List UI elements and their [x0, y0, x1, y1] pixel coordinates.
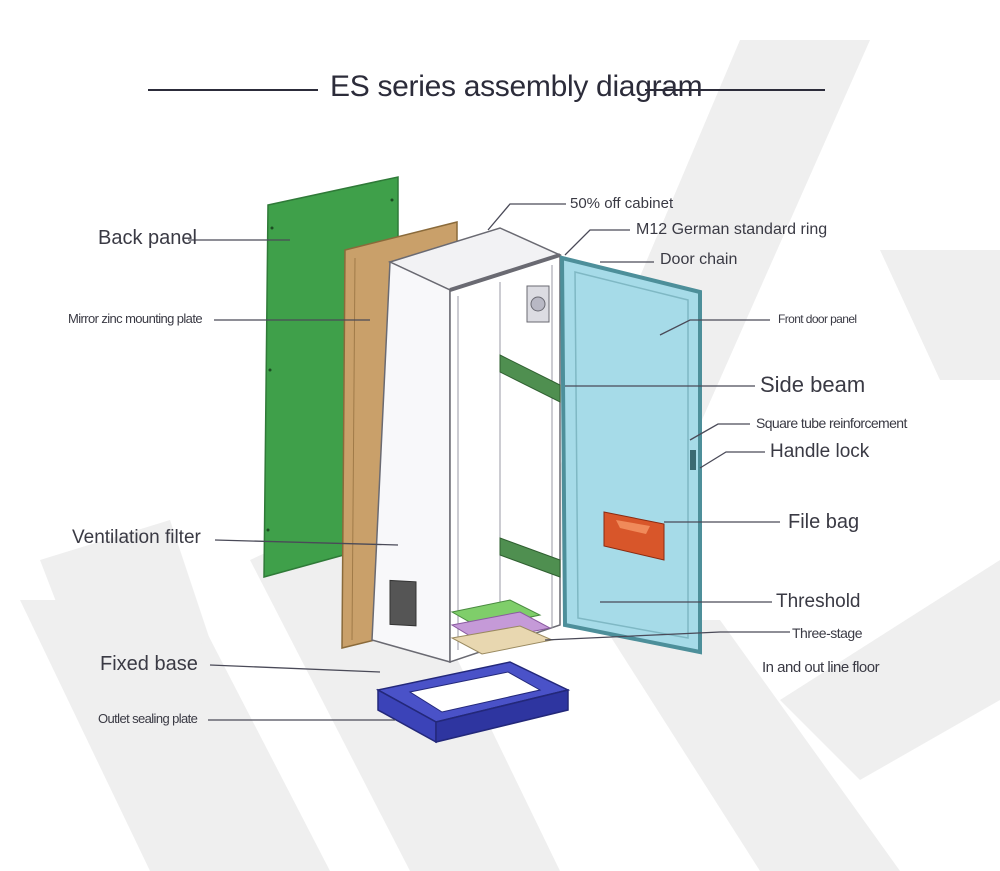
label-ring: M12 German standard ring: [636, 221, 828, 238]
handle-lock-part: [690, 450, 696, 470]
label-fixed-base: Fixed base: [100, 653, 198, 675]
side-beam-bottom: [499, 537, 561, 578]
diagram-title: ES series assembly diagram: [330, 70, 703, 103]
label-threshold: Threshold: [776, 591, 861, 612]
leader-lines: [188, 203, 790, 721]
label-line-floor: In and out line floor: [762, 659, 880, 676]
label-side-beam: Side beam: [760, 372, 866, 397]
ventilation-filter-part: [389, 579, 417, 627]
front-door-part: [559, 255, 702, 655]
label-file-bag: File bag: [788, 511, 860, 533]
fixed-base-part: [375, 661, 571, 744]
label-back-panel: Back panel: [98, 227, 197, 249]
side-beam-top: [499, 354, 561, 403]
label-handle-lock: Handle lock: [770, 441, 870, 462]
label-square-tube: Square tube reinforcement: [756, 415, 907, 431]
label-cabinet: 50% off cabinet: [570, 195, 674, 212]
label-three-stage: Three-stage: [792, 625, 862, 641]
label-outlet-sealing-plate: Outlet sealing plate: [98, 711, 198, 726]
label-door-chain: Door chain: [660, 251, 738, 268]
label-mounting-plate: Mirror zinc mounting plate: [68, 311, 203, 326]
label-front-door-panel: Front door panel: [778, 312, 857, 326]
label-ventilation-filter: Ventilation filter: [72, 527, 201, 548]
